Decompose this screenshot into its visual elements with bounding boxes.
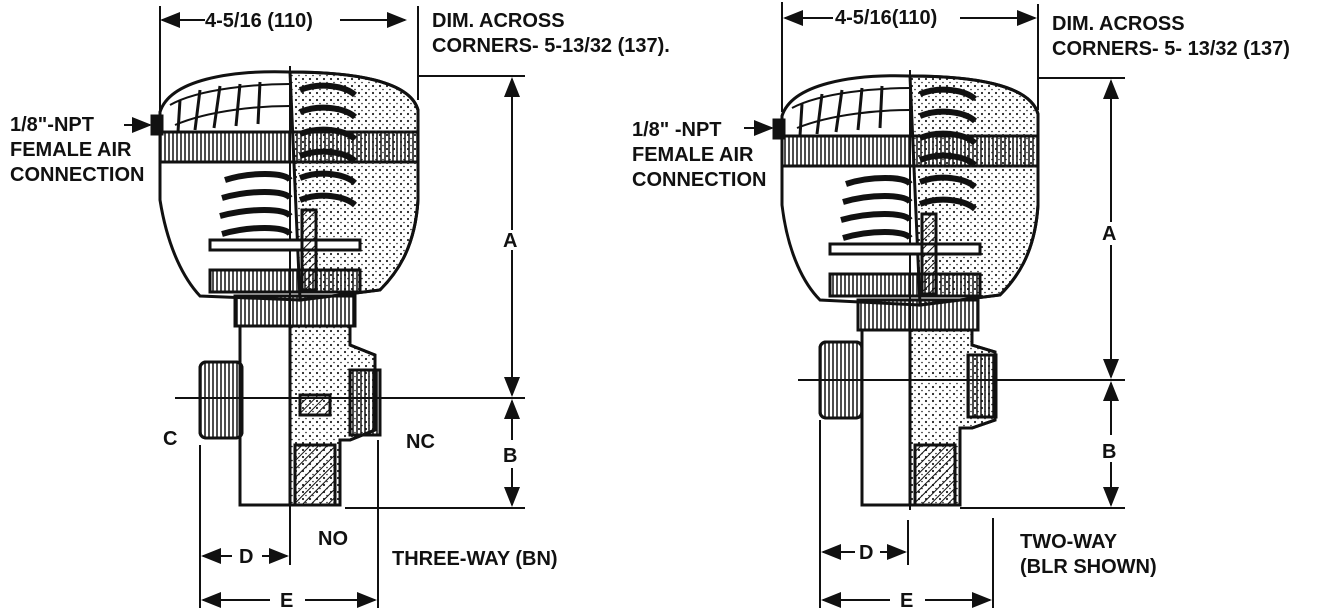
three-way-dim-d: D: [239, 546, 253, 568]
two-way-dim-a: A: [1102, 223, 1116, 245]
three-way-air-conn-line1: 1/8"-NPT: [10, 114, 94, 136]
three-way-air-conn-line3: CONNECTION: [10, 164, 144, 186]
two-way-dimensions: [744, 2, 1125, 608]
three-way-valve: [150, 66, 420, 520]
three-way-dim-c: C: [163, 428, 177, 450]
two-way-corners-dim-line1: DIM. ACROSS: [1052, 13, 1185, 35]
two-way-air-conn-line3: CONNECTION: [632, 169, 766, 191]
three-way-corners-dim-line2: CORNERS- 5-13/32 (137).: [432, 35, 670, 57]
three-way-dim-a: A: [503, 230, 517, 252]
three-way-caption: THREE-WAY (BN): [392, 548, 558, 570]
two-way-dim-e: E: [900, 590, 913, 611]
three-way-width-dim: 4-5/16 (110): [205, 10, 313, 32]
two-way-caption-line1: TWO-WAY: [1020, 531, 1118, 553]
port-no-label: NO: [318, 528, 348, 550]
two-way-corners-dim-line2: CORNERS- 5- 13/32 (137): [1052, 38, 1290, 60]
two-way-caption-line2: (BLR SHOWN): [1020, 556, 1157, 578]
three-way-corners-dim-line1: DIM. ACROSS: [432, 10, 565, 32]
two-way-dim-b: B: [1102, 441, 1116, 463]
three-way-dim-b: B: [503, 445, 517, 467]
three-way-dim-e: E: [280, 590, 293, 611]
two-way-air-conn-line2: FEMALE AIR: [632, 144, 754, 166]
three-way-dimensions: [124, 6, 525, 608]
two-way-valve: [772, 70, 1040, 510]
two-way-dim-d: D: [859, 542, 873, 564]
three-way-air-conn-line2: FEMALE AIR: [10, 139, 132, 161]
port-nc-label: NC: [406, 431, 435, 453]
two-way-air-conn-line1: 1/8" -NPT: [632, 119, 722, 141]
two-way-width-dim: 4-5/16(110): [835, 7, 937, 29]
